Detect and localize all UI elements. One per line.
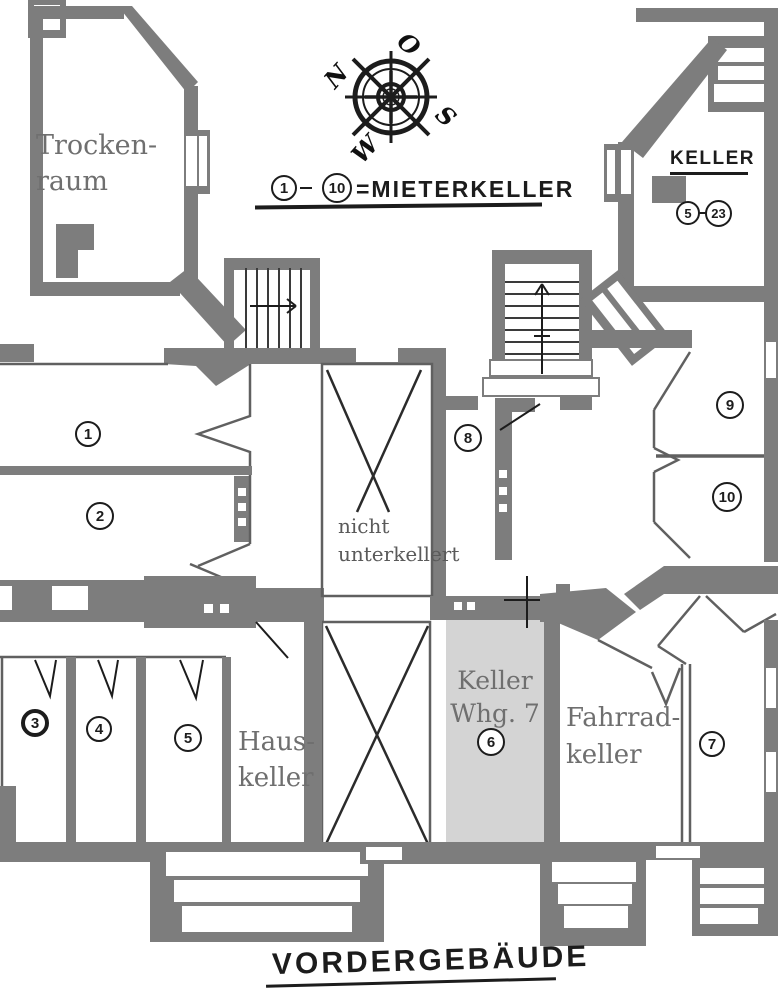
legend-underline: [254, 202, 543, 210]
cellar-compartment-walls: [0, 618, 322, 857]
fahrradkeller-walls: [597, 620, 778, 860]
nicht-unterkellert-line2: unterkellert: [338, 542, 460, 566]
cellar-badge-10: 10: [712, 482, 742, 512]
fahrradkeller-line2: keller: [566, 740, 642, 770]
left-staircase: [224, 258, 320, 348]
mid-right-walls: [540, 566, 778, 666]
nicht-unterkellert-label: nicht unterkellert: [338, 512, 459, 568]
keller-end-badge: 23: [705, 200, 732, 227]
keller-block-title: KELLER: [670, 148, 755, 169]
legend-end-badge: 10: [322, 173, 352, 203]
trockenraum-line1: Trocken-: [36, 130, 158, 161]
left-rooms-walls: [0, 344, 252, 582]
hauskeller-label: Haus- keller: [238, 724, 315, 796]
cellar-badge-7: 7: [699, 731, 725, 757]
cellar-badge-6: 6: [477, 728, 505, 756]
hauskeller-line1: Haus-: [238, 727, 316, 757]
cross-marks: [324, 369, 430, 845]
cellar-badge-2: 2: [86, 502, 114, 530]
keller-block-square: [652, 176, 686, 203]
cellar-badge-4: 4: [86, 716, 112, 742]
fahrradkeller-label: Fahrrad- keller: [566, 700, 680, 774]
keller-room-walls: [604, 8, 778, 302]
keller-block-underline: [670, 172, 748, 175]
right-rooms-walls: [652, 300, 778, 562]
cellar-badge-9: 9: [716, 391, 744, 419]
central-staircase: [482, 250, 600, 397]
keller-whg7-line1: Keller: [457, 666, 533, 695]
legend-label: =MIETERKELLER: [356, 176, 575, 202]
legend-start-badge: 1: [271, 175, 297, 201]
trockenraum-walls: [28, 0, 246, 346]
keller-start-badge: 5: [676, 201, 700, 225]
trockenraum-line2: raum: [36, 166, 108, 197]
hauskeller-line2: keller: [238, 763, 314, 793]
middle-wall-band: [0, 576, 324, 628]
keller-dash: [699, 212, 708, 214]
trockenraum-label: Trocken- raum: [36, 128, 157, 200]
cellar-badge-5: 5: [174, 724, 202, 752]
keller-whg7-label: Keller Whg. 7: [446, 664, 544, 730]
fahrradkeller-line1: Fahrrad-: [566, 703, 681, 733]
cellar-badge-3: 3: [21, 709, 49, 737]
legend-dash: [300, 187, 312, 189]
cellar-badge-8: 8: [454, 424, 482, 452]
bottom-walls: [0, 786, 778, 946]
keller-whg7-cell: [430, 576, 562, 854]
nicht-unterkellert-line1: nicht: [338, 514, 390, 538]
compass-rose-icon: [345, 51, 437, 143]
corridor-walls: [164, 330, 692, 600]
cellar-badge-1: 1: [75, 421, 101, 447]
footer-title: VORDERGEBÄUDE: [271, 939, 590, 982]
keller-whg7-line2: Whg. 7: [450, 699, 540, 728]
